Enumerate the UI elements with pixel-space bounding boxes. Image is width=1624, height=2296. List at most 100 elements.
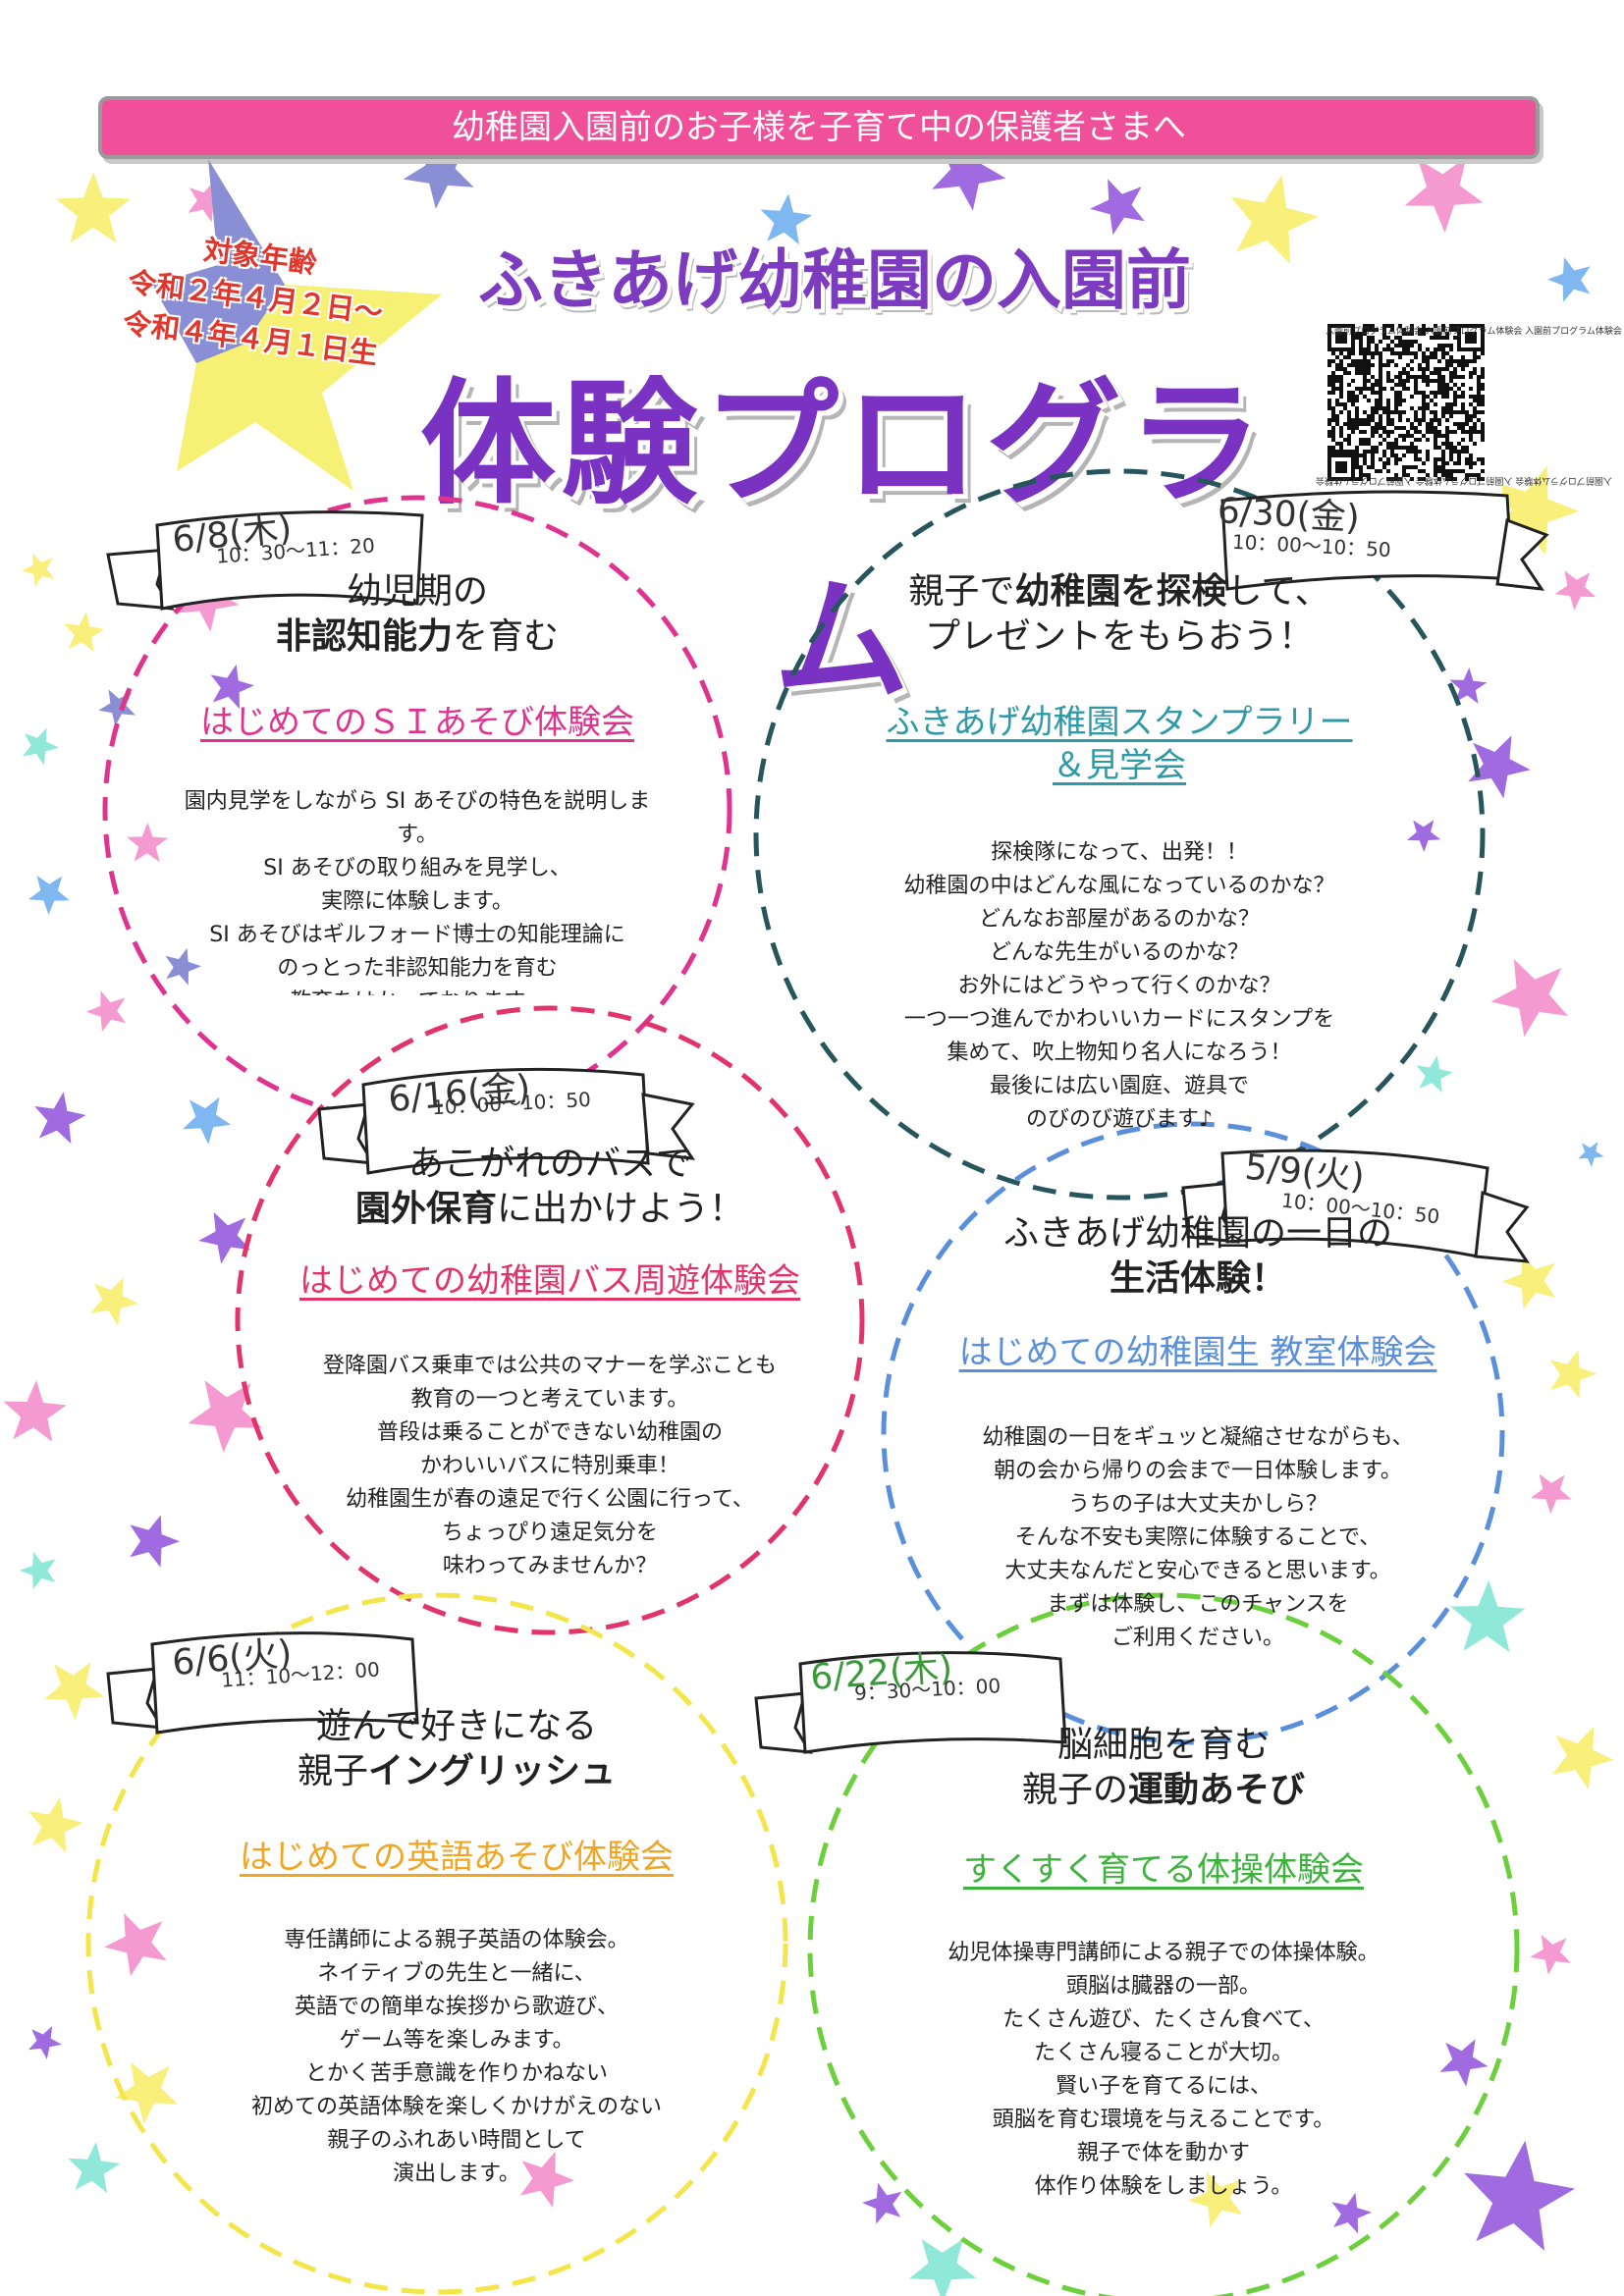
bus-description: 登降園バス乗車では公共のマナーを学ぶことも教育の一つと考えています。普段は乗るこ… <box>265 1350 835 1583</box>
gym-desc-line: 親子で体を動かす <box>1076 2141 1250 2165</box>
top-banner: 幼稚園入園前のお子様を子育て中の保護者さまへ <box>98 96 1540 159</box>
star-icon <box>1530 1473 1572 1514</box>
star-icon <box>86 990 127 1033</box>
classroom-desc-line: 大丈夫なんだと安心できると思います。 <box>1004 1559 1391 1583</box>
big-star-icon <box>152 159 442 491</box>
si-heading-rest: を育む <box>453 616 560 657</box>
gym-desc-line: 体作り体験をしましょう。 <box>1034 2174 1293 2199</box>
star-icon <box>1490 959 1568 1038</box>
star-icon <box>1439 2039 1489 2087</box>
english-heading-bold: イングリッシュ <box>368 1751 617 1791</box>
classroom-program-title: はじめての幼稚園生 教室体験会 <box>958 1333 1437 1372</box>
bus-desc-line: ちょっぴり遠足気分を <box>441 1521 658 1545</box>
star-icon <box>1230 175 1319 265</box>
star-icon <box>1416 1055 1453 1093</box>
ribbon-bus <box>317 1067 696 1175</box>
star-icon <box>1502 1253 1556 1309</box>
circle-gym <box>807 1592 1520 2296</box>
circle-stamp <box>753 468 1486 1201</box>
gym-desc-line: 幼児体操専門講師による親子での体操体験。 <box>947 1941 1380 1965</box>
gym-desc-line: 賢い子を育てるには、 <box>1055 2074 1272 2099</box>
star-icon <box>198 1211 250 1264</box>
stamp-desc-line: 一つ一つ進んでかわいいカードにスタンプを <box>903 1007 1335 1032</box>
star-icon <box>1578 1142 1604 1167</box>
stamp-desc-line: お外にはどうやって行くのかな？ <box>957 974 1281 998</box>
stamp-program-title-2: ＆見学会 <box>1053 746 1186 785</box>
si-desc-line: す。 <box>397 823 438 847</box>
star-icon <box>3 1380 67 1442</box>
event-stamp: 親子で幼稚園を探検して、 プレゼントをもらおう！ ふきあげ幼稚園スタンプラリー … <box>835 569 1404 1137</box>
title-subheading: ふきあげ幼稚園の入園前 <box>478 242 1191 318</box>
bus-desc-line: かわいいバスに特別乗車！ <box>419 1454 679 1478</box>
qr-caption-top: 入園前プログラム体験会 入園前プログラム体験会 入園前プログラム体験会 <box>1326 327 1622 337</box>
gym-desc-line: たくさん遊び、たくさん食べて、 <box>1001 2007 1326 2032</box>
bus-heading-bold: 園外保育 <box>354 1189 497 1229</box>
classroom-desc-line: うちの子は大丈夫かしら？ <box>1067 1492 1327 1517</box>
si-desc-line: SI あそびはギルフォード博士の知能理論に <box>209 923 625 947</box>
si-heading-bold: 非認知能力 <box>275 616 453 657</box>
star-icon <box>1530 1934 1571 1975</box>
star-icon <box>1090 179 1145 236</box>
ribbon-english <box>106 1631 419 1735</box>
stamp-program-title-1: ふきあげ幼稚園スタンプラリー <box>886 703 1353 742</box>
star-icon <box>1468 735 1531 799</box>
ribbon-gym <box>754 1651 1067 1754</box>
english-desc-line: ネイティブの先生と一緒に、 <box>317 1961 596 1986</box>
star-icon <box>210 664 254 710</box>
gym-desc-line: たくさん寝ることが大切。 <box>1033 2041 1293 2065</box>
bus-desc-line: 幼稚園生が春の遠足で行く公園に行って、 <box>346 1487 754 1512</box>
stamp-desc-line: 集めて、吹上物知り名人になろう！ <box>947 1041 1292 1065</box>
classroom-desc-line: まずは体験し、このチャンスを <box>1047 1592 1349 1617</box>
star-icon <box>908 2238 977 2296</box>
english-description: 専任講師による親子英語の体験会。ネイティブの先生と一緒に、英語での簡単な挨拶から… <box>172 1924 741 2191</box>
star-icon <box>64 612 105 653</box>
star-icon <box>114 2061 179 2124</box>
english-desc-line: 専任講師による親子英語の体験会。 <box>284 1928 629 1952</box>
star-icon <box>44 1662 104 1720</box>
star-icon <box>188 181 228 223</box>
stamp-desc-line: 最後には広い園庭、遊具で <box>989 1074 1249 1098</box>
gym-desc-line: 頭脳は臓器の一部。 <box>1065 1974 1261 1999</box>
star-icon <box>1407 820 1441 852</box>
star-icon <box>34 1092 86 1145</box>
bus-heading-rest: に出かけよう！ <box>497 1189 745 1229</box>
star-icon <box>1404 157 1484 233</box>
star-icon <box>1492 465 1579 556</box>
event-gym: 脳細胞を育む 親子の運動あそび すくすく育てる体操体験会 幼児体操専門講師による… <box>879 1723 1448 2204</box>
stamp-desc-line: どんな先生がいるのかな？ <box>989 940 1249 965</box>
classroom-desc-line: 幼稚園の一日をギュッと凝縮させながらも、 <box>982 1425 1414 1450</box>
stamp-desc-line: 幼稚園の中はどんな風になっているのかな？ <box>903 874 1335 898</box>
stamp-heading-1a: 親子で <box>908 571 1015 612</box>
event-english: 遊んで好きになる 親子イングリッシュ はじめての英語あそび体験会 専任講師による… <box>172 1704 741 2191</box>
star-icon <box>760 193 813 245</box>
si-program-title: はじめてのＳＩあそび体験会 <box>200 703 634 742</box>
qr-code-icon <box>1327 324 1485 481</box>
ribbon-stamp <box>1220 490 1549 591</box>
si-heading-1: 幼児期の <box>346 571 488 612</box>
star-icon <box>90 1277 138 1326</box>
english-program-title: はじめての英語あそび体験会 <box>240 1838 674 1877</box>
english-desc-line: 演出します。 <box>393 2162 520 2186</box>
star-icon <box>862 2182 902 2224</box>
english-desc-line: 英語での簡単な挨拶から歌遊び、 <box>294 1995 619 2019</box>
star-icon <box>28 1796 83 1853</box>
si-desc-line: 実際に体験します。 <box>321 889 514 914</box>
star-icon <box>127 823 169 863</box>
star-icon <box>188 1380 263 1453</box>
bus-desc-line: 登降園バス乗車では公共のマナーを学ぶことも <box>322 1354 777 1378</box>
page-title: 体験プログラム <box>419 365 1269 720</box>
star-icon <box>22 553 55 587</box>
si-desc-line: SI あそびの取り組みを見学し、 <box>263 856 571 881</box>
bus-heading-1: あこがれのバスで <box>407 1144 691 1184</box>
qr-code[interactable] <box>1306 309 1502 496</box>
circle-bus <box>235 1005 865 1635</box>
bus-desc-line: 普段は乗ることができない幼稚園の <box>376 1420 723 1445</box>
star-icon <box>1449 667 1488 704</box>
event-classroom: ふきあげ幼稚園の一日の 生活体験！ はじめての幼稚園生 教室体験会 幼稚園の一日… <box>913 1211 1483 1655</box>
star-icon <box>1551 1726 1614 1790</box>
stamp-heading-bold: 幼稚園を探検 <box>1014 571 1227 612</box>
star-icon <box>1547 257 1591 302</box>
event-bus: あこがれのバスで 園外保育に出かけよう！ はじめての幼稚園バス周遊体験会 登降園… <box>265 1142 835 1583</box>
bus-desc-line: 味わってみませんか？ <box>442 1554 658 1578</box>
